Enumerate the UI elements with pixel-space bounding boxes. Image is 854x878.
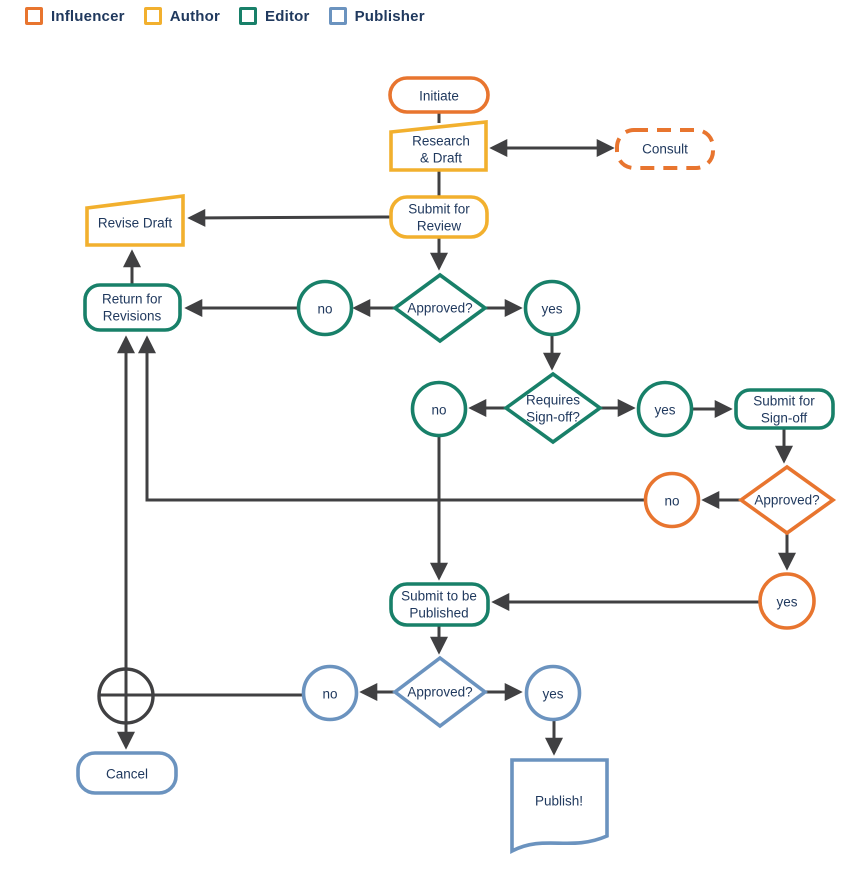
node-return-revisions: Return for Revisions (83, 283, 182, 332)
submit-published-shape (389, 582, 490, 627)
node-approved-publish: Approved? (392, 655, 488, 729)
node-submit-signoff: Submit for Sign-off (734, 388, 835, 430)
yes-publish-label: yes (542, 687, 563, 702)
node-no-signoff-approval: no (643, 471, 701, 529)
node-no-review: no (296, 279, 354, 337)
no-signoff-approval-label: no (664, 494, 679, 509)
consult-shape (615, 128, 715, 170)
cancel-shape (76, 751, 178, 795)
editor-swatch-icon (239, 7, 258, 25)
submit-signoff-label-line1: Submit for (753, 394, 815, 409)
node-yes-signoff: yes (636, 380, 694, 438)
legend-label-author: Author (169, 7, 221, 25)
cancel-label: Cancel (106, 767, 148, 782)
node-no-publish: no (301, 664, 359, 722)
yes-signoff-approval-label: yes (776, 595, 797, 610)
publish-document-shape (510, 758, 609, 854)
submit-published-label-line1: Submit to be (401, 589, 477, 604)
no-publish-label: no (322, 687, 337, 702)
no-review-shape (296, 279, 354, 337)
return-revisions-label-line2: Revisions (103, 309, 162, 324)
no-signoff-label: no (431, 403, 446, 418)
legend-label-editor: Editor (265, 7, 310, 25)
legend-item-publisher: Publisher (328, 7, 425, 25)
initiate-label: Initiate (419, 89, 459, 104)
node-yes-publish: yes (524, 664, 582, 722)
research-draft-shape (389, 120, 488, 172)
node-yes-review: yes (523, 279, 581, 337)
approved-signoff-shape (737, 464, 837, 536)
submit-review-label-line1: Submit for (408, 202, 470, 217)
approved-publish-shape (392, 655, 488, 729)
node-revise-draft: Revise Draft (85, 193, 185, 247)
legend-label-influencer: Influencer (51, 7, 125, 25)
return-revisions-label-line1: Return for (102, 292, 163, 307)
node-initiate: Initiate (388, 76, 490, 114)
submit-review-label-line2: Review (417, 219, 462, 234)
author-swatch-icon (143, 7, 162, 25)
node-submit-review: Submit for Review (389, 195, 489, 239)
legend: Influencer Author Editor Publisher (25, 7, 425, 25)
submit-signoff-label-line2: Sign-off (761, 411, 808, 426)
approved-review-shape (391, 272, 489, 344)
node-approved-review: Approved? (391, 272, 489, 344)
no-signoff-approval-shape (643, 471, 701, 529)
revise-draft-label: Revise Draft (98, 216, 173, 231)
junction-node (97, 667, 155, 725)
edges (99, 112, 796, 756)
publish-label: Publish! (535, 794, 583, 809)
approved-publish-label: Approved? (407, 685, 472, 700)
publisher-swatch-icon (328, 7, 347, 25)
revise-draft-shape (85, 193, 185, 247)
legend-label-publisher: Publisher (354, 7, 425, 25)
legend-item-author: Author (143, 7, 221, 25)
submit-signoff-shape (734, 388, 835, 430)
yes-signoff-approval-shape (758, 572, 816, 630)
yes-review-label: yes (541, 302, 562, 317)
approved-review-label: Approved? (407, 301, 472, 316)
approved-signoff-label: Approved? (754, 493, 819, 508)
node-cancel: Cancel (76, 751, 178, 795)
node-yes-signoff-approval: yes (758, 572, 816, 630)
requires-signoff-label-line2: Sign-off? (526, 410, 580, 425)
requires-signoff-shape (502, 371, 604, 445)
edge-no-signoff-to-return-revisions (138, 335, 646, 502)
yes-signoff-shape (636, 380, 694, 438)
node-requires-signoff: Requires Sign-off? (502, 371, 604, 445)
submit-published-label-line2: Published (409, 606, 468, 621)
node-research-draft: Research & Draft (389, 120, 488, 172)
yes-review-shape (523, 279, 581, 337)
node-consult: Consult (615, 128, 715, 170)
influencer-swatch-icon (25, 7, 43, 25)
legend-item-editor: Editor (239, 7, 310, 25)
research-draft-label-line1: Research (412, 134, 470, 149)
initiate-shape (388, 76, 490, 114)
yes-publish-shape (524, 664, 582, 722)
no-review-label: no (317, 302, 332, 317)
legend-item-influencer: Influencer (25, 7, 125, 25)
node-approved-signoff: Approved? (737, 464, 837, 536)
node-no-signoff: no (410, 380, 468, 438)
return-revisions-shape (83, 283, 182, 332)
research-draft-label-line2: & Draft (420, 151, 462, 166)
consult-label: Consult (642, 142, 688, 157)
no-signoff-shape (410, 380, 468, 438)
submit-review-shape (389, 195, 489, 239)
node-submit-published: Submit to be Published (389, 582, 490, 627)
node-publish: Publish! (510, 758, 609, 854)
no-publish-shape (301, 664, 359, 722)
edge-submit-review-to-revise-draft (187, 208, 392, 227)
yes-signoff-label: yes (654, 403, 675, 418)
requires-signoff-label-line1: Requires (526, 393, 580, 408)
